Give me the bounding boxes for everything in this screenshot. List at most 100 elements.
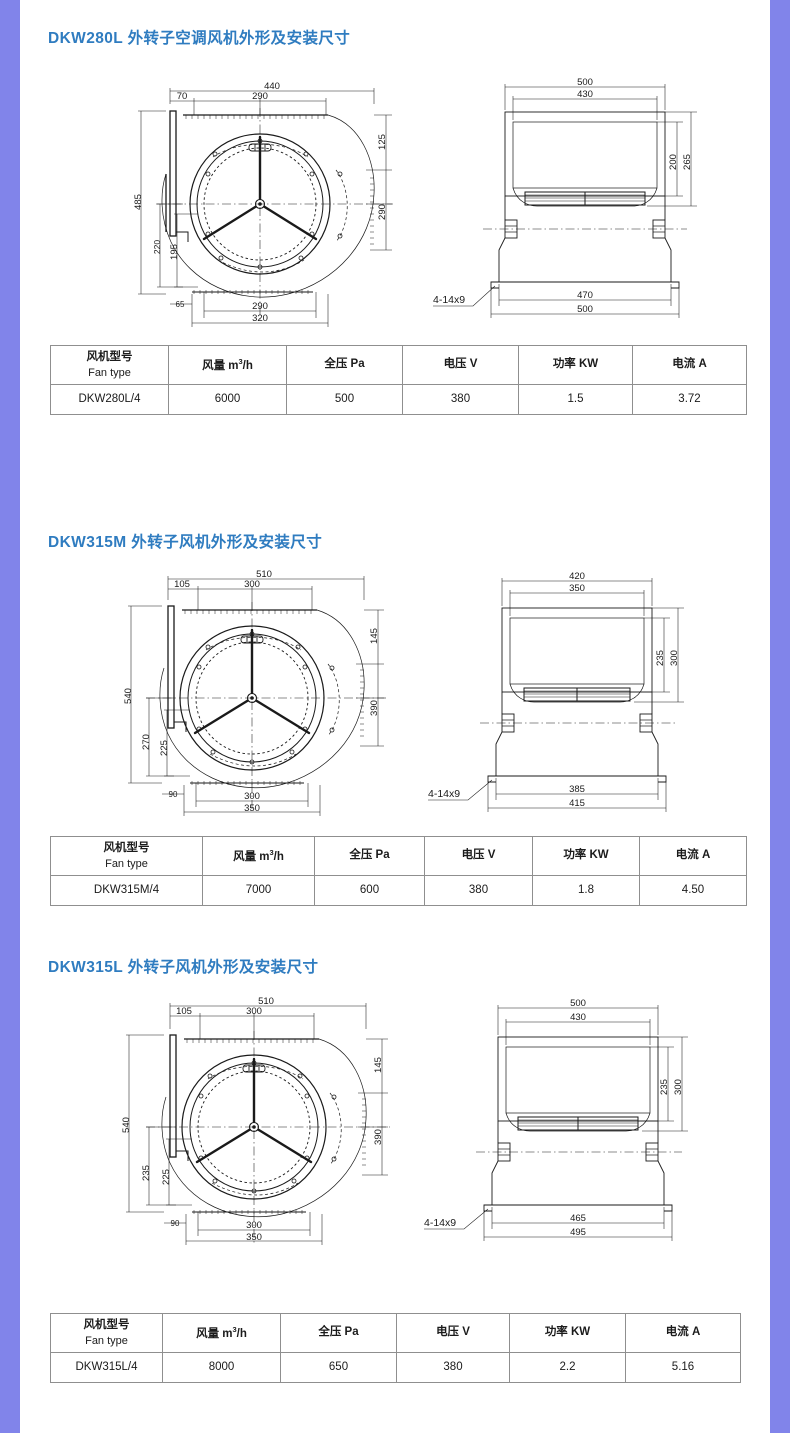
dim-bottom-overall: 350 <box>246 1232 262 1243</box>
col-voltage: 电压 V <box>424 835 533 877</box>
cell-power: 1.8 <box>532 875 640 907</box>
section-dkw280l: DKW280L 外转子空调风机外形及安装尺寸 <box>20 0 770 470</box>
dim-top-inner: 300 <box>244 579 260 590</box>
dim-bottom-inner: 300 <box>246 1220 262 1231</box>
col-current: 电流 A <box>625 1312 741 1354</box>
cell-airflow: 6000 <box>168 384 287 416</box>
page-edge-left <box>0 0 20 1433</box>
front-view-drawing: 510 105 300 300 350 90 540 235 225 145 3… <box>121 997 390 1245</box>
dim-left-inner: 195 <box>169 244 180 260</box>
dim-side-bottom-inner: 470 <box>577 290 593 301</box>
col-power: 功率 KW <box>509 1312 626 1354</box>
cell-current: 4.50 <box>639 875 747 907</box>
dim-top-overall: 510 <box>258 997 274 1007</box>
col-airflow-tail: /h <box>242 359 253 372</box>
front-view-drawing: 510 105 300 300 350 90 540 270 225 145 3… <box>123 570 386 816</box>
col-voltage: 电压 V <box>402 344 519 386</box>
cell-airflow: 8000 <box>162 1352 281 1384</box>
cell-voltage: 380 <box>396 1352 510 1384</box>
dim-side-top-overall: 500 <box>577 77 593 88</box>
dim-left-overall: 540 <box>121 1117 132 1133</box>
col-pressure: 全压 Pa <box>314 835 425 877</box>
col-airflow-label: 风量 m <box>196 1327 233 1340</box>
section-title: DKW280L 外转子空调风机外形及安装尺寸 <box>48 30 351 47</box>
col-model: 风机型号 Fan type <box>50 835 203 877</box>
spec-table: 风机型号 Fan type 风量 m3/h 全压 Pa 电压 V 功率 KW 电… <box>50 835 747 907</box>
dim-top-inner-left: 105 <box>176 1006 192 1017</box>
col-airflow-sup: 3 <box>238 356 243 366</box>
dim-bottom-offset: 90 <box>169 790 178 799</box>
col-airflow-label: 风量 m <box>202 359 239 372</box>
side-view-drawing: 500 430 465 495 235 300 4-14x9 <box>424 998 688 1241</box>
col-pressure: 全压 Pa <box>286 344 403 386</box>
dim-bottom-inner: 300 <box>244 791 260 802</box>
section-dkw315l: DKW315L 外转子风机外形及安装尺寸 <box>20 935 770 1395</box>
side-view-drawing: 500 430 470 500 200 265 4-14x9 <box>433 77 697 318</box>
spec-table: 风机型号 Fan type 风量 m3/h 全压 Pa 电压 V 功率 KW 电… <box>50 1312 741 1384</box>
dim-left-inner: 225 <box>161 1169 172 1185</box>
bolt-note-label: 4-14x9 <box>428 788 460 800</box>
cell-pressure: 500 <box>286 384 403 416</box>
cell-airflow: 7000 <box>202 875 315 907</box>
cell-pressure: 600 <box>314 875 425 907</box>
dim-side-bottom-overall: 415 <box>569 798 585 809</box>
col-airflow-sup: 3 <box>232 1324 237 1334</box>
dim-right-top: 145 <box>373 1057 384 1073</box>
dim-top-overall: 440 <box>264 82 280 92</box>
dim-side-right-outer: 300 <box>669 650 680 666</box>
col-model-cn: 风机型号 <box>86 351 133 363</box>
cell-model: DKW315M/4 <box>50 875 203 907</box>
dim-left-overall: 485 <box>133 194 144 210</box>
dim-side-top-overall: 420 <box>569 571 585 582</box>
dim-side-right-inner: 235 <box>655 650 666 666</box>
col-power: 功率 KW <box>532 835 640 877</box>
dim-side-right-outer: 265 <box>682 154 693 170</box>
front-view-drawing: 440 70 290 290 320 65 485 220 195 125 29… <box>133 82 393 327</box>
dim-top-inner-left: 70 <box>177 91 188 102</box>
bolt-note-label: 4-14x9 <box>424 1217 456 1229</box>
dim-side-right-outer: 300 <box>673 1079 684 1095</box>
col-voltage: 电压 V <box>396 1312 510 1354</box>
col-airflow-tail: /h <box>273 850 284 863</box>
col-airflow-label: 风量 m <box>233 850 270 863</box>
section-dkw315m: DKW315M 外转子风机外形及安装尺寸 <box>20 500 770 945</box>
dim-side-bottom-inner: 385 <box>569 784 585 795</box>
col-model-en: Fan type <box>88 366 131 379</box>
dim-side-bottom-overall: 500 <box>577 304 593 315</box>
spec-table: 风机型号 Fan type 风量 m3/h 全压 Pa 电压 V 功率 KW 电… <box>50 344 747 416</box>
dim-top-inner: 290 <box>252 91 268 102</box>
dim-top-overall: 510 <box>256 570 272 580</box>
dim-bottom-offset: 65 <box>176 300 185 309</box>
col-airflow-tail: /h <box>236 1327 247 1340</box>
col-airflow: 风量 m3/h <box>168 344 287 386</box>
dim-side-top-inner: 430 <box>570 1012 586 1023</box>
col-model: 风机型号 Fan type <box>50 1312 163 1354</box>
bolt-note-label: 4-14x9 <box>433 294 465 306</box>
spec-sheet: DKW280L 外转子空调风机外形及安装尺寸 <box>20 0 770 1433</box>
col-airflow: 风量 m3/h <box>202 835 315 877</box>
dim-bottom-offset: 90 <box>171 1219 180 1228</box>
col-airflow: 风量 m3/h <box>162 1312 281 1354</box>
cell-model: DKW315L/4 <box>50 1352 163 1384</box>
page-edge-right <box>770 0 790 1433</box>
table-row: DKW315L/4 8000 650 380 2.2 5.16 <box>50 1352 741 1384</box>
col-model-en: Fan type <box>85 1334 128 1347</box>
col-current: 电流 A <box>632 344 747 386</box>
dim-left-overall: 540 <box>123 688 134 704</box>
dim-left-mid: 220 <box>152 240 162 254</box>
dim-side-bottom-inner: 465 <box>570 1213 586 1224</box>
dim-side-right-inner: 235 <box>659 1079 670 1095</box>
col-current: 电流 A <box>639 835 747 877</box>
cell-pressure: 650 <box>280 1352 397 1384</box>
col-airflow-sup: 3 <box>269 847 274 857</box>
cell-model: DKW280L/4 <box>50 384 169 416</box>
table-header-row: 风机型号 Fan type 风量 m3/h 全压 Pa 电压 V 功率 KW 电… <box>50 1312 741 1354</box>
dim-left-inner: 225 <box>159 740 170 756</box>
dim-top-inner: 300 <box>246 1006 262 1017</box>
dim-right-mid: 390 <box>369 700 380 716</box>
table-row: DKW280L/4 6000 500 380 1.5 3.72 <box>50 384 747 416</box>
section-title: DKW315M 外转子风机外形及安装尺寸 <box>48 534 323 551</box>
table-header-row: 风机型号 Fan type 风量 m3/h 全压 Pa 电压 V 功率 KW 电… <box>50 344 747 386</box>
dim-right-mid: 390 <box>373 1129 384 1145</box>
section-title: DKW315L 外转子风机外形及安装尺寸 <box>48 959 319 976</box>
